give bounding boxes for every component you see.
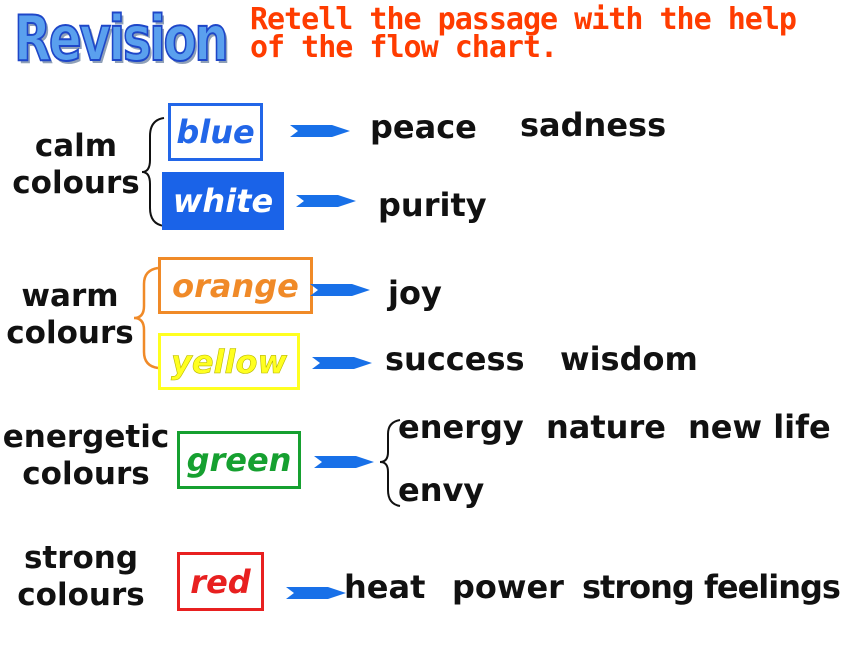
brace-energetic xyxy=(379,419,401,507)
meaning-wisdom: wisdom xyxy=(560,340,698,378)
category-label-line2: colours xyxy=(6,315,134,351)
arrow-icon xyxy=(286,587,346,599)
color-box-white: white xyxy=(162,172,284,230)
arrow-icon xyxy=(290,125,350,137)
category-calm-colours: calm colours xyxy=(6,128,146,202)
arrow-icon xyxy=(314,456,374,468)
meaning-sadness: sadness xyxy=(520,106,667,144)
arrow-icon xyxy=(296,195,356,207)
meaning-new-life: new life xyxy=(688,408,831,446)
arrow-icon xyxy=(310,284,370,296)
color-box-yellow: yellow xyxy=(158,333,300,390)
category-label-line1: energetic xyxy=(2,419,170,455)
meaning-strong-feelings: strong feelings xyxy=(582,568,841,606)
meaning-purity: purity xyxy=(378,186,487,224)
brace-calm xyxy=(141,117,165,227)
meaning-power: power xyxy=(452,568,564,606)
meaning-nature: nature xyxy=(546,408,666,446)
instruction-text: Retell the passage with the help of the … xyxy=(250,2,855,65)
meaning-envy: envy xyxy=(398,471,485,509)
color-box-green: green xyxy=(177,431,301,489)
category-label-line1: calm xyxy=(34,128,118,164)
title-revision: Revision xyxy=(13,1,229,76)
color-box-blue: blue xyxy=(168,103,263,161)
arrow-icon xyxy=(312,357,372,369)
category-label-line1: strong xyxy=(23,540,139,576)
color-box-red: red xyxy=(177,552,264,611)
color-box-orange: orange xyxy=(158,257,313,314)
category-label-line2: colours xyxy=(12,165,140,201)
meaning-heat: heat xyxy=(344,568,426,606)
category-label-line2: colours xyxy=(22,456,150,492)
brace-warm xyxy=(133,266,159,370)
instruction-line-1: Retell the passage with the help xyxy=(250,2,797,37)
meaning-peace: peace xyxy=(370,108,477,146)
instruction-line-2: of the flow chart. xyxy=(250,30,558,65)
category-warm-colours: warm colours xyxy=(0,278,140,352)
category-strong-colours: strong colours xyxy=(6,540,156,614)
category-label-line1: warm xyxy=(21,278,119,314)
meaning-energy: energy xyxy=(398,408,524,446)
meaning-success: success xyxy=(385,340,525,378)
category-label-line2: colours xyxy=(17,577,145,613)
meaning-joy: joy xyxy=(388,274,442,312)
category-energetic-colours: energetic colours xyxy=(0,419,172,493)
